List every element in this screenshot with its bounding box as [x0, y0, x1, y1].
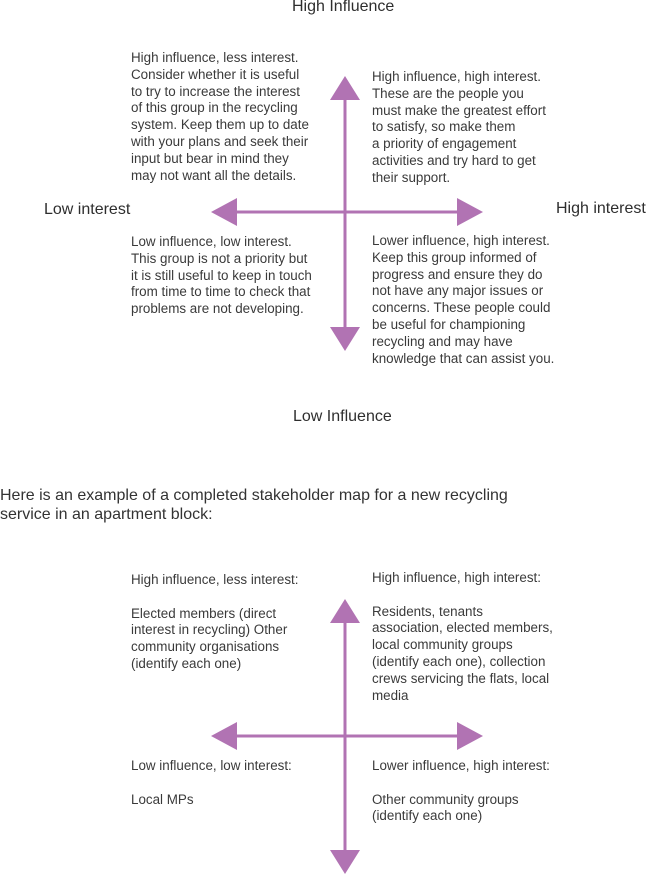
axis-label-low-influence: Low Influence [293, 408, 392, 425]
arrow-down-icon [330, 327, 360, 351]
axis-label-high-interest: High interest [556, 200, 646, 217]
quadrant-top-right: High influence, high interest. These are… [372, 69, 546, 185]
arrow-up-icon [330, 76, 360, 100]
quadrant-bottom-right: Lower influence, high interest. Keep thi… [372, 233, 555, 366]
arrow-up-icon-2 [330, 599, 360, 623]
arrow-left-icon [211, 198, 237, 226]
quadrant-top-left: High influence, less interest. Consider … [131, 50, 309, 183]
example-quadrant-top-left: High influence, less interest: Elected m… [131, 572, 299, 671]
axis-label-low-interest: Low interest [44, 201, 131, 218]
stakeholder-matrix-explained: High Influence Low interest High interes… [44, 0, 646, 425]
matrix-arrows-2 [211, 599, 483, 874]
matrix-arrows-1 [211, 76, 483, 351]
intro-paragraph: Here is an example of a completed stakeh… [0, 487, 508, 523]
axis-label-high-influence: High Influence [292, 0, 395, 15]
arrow-left-icon-2 [211, 722, 237, 750]
example-quadrant-bottom-right: Lower influence, high interest: Other co… [372, 758, 550, 824]
example-quadrant-top-right: High influence, high interest: Residents… [372, 570, 553, 703]
arrow-right-icon [457, 198, 483, 226]
arrow-right-icon-2 [457, 722, 483, 750]
quadrant-bottom-left: Low influence, low interest. This group … [131, 234, 312, 317]
stakeholder-matrix-example: High influence, less interest: Elected m… [0, 560, 650, 875]
arrow-down-icon-2 [330, 850, 360, 874]
example-quadrant-bottom-left: Low influence, low interest: Local MPs [131, 758, 292, 807]
